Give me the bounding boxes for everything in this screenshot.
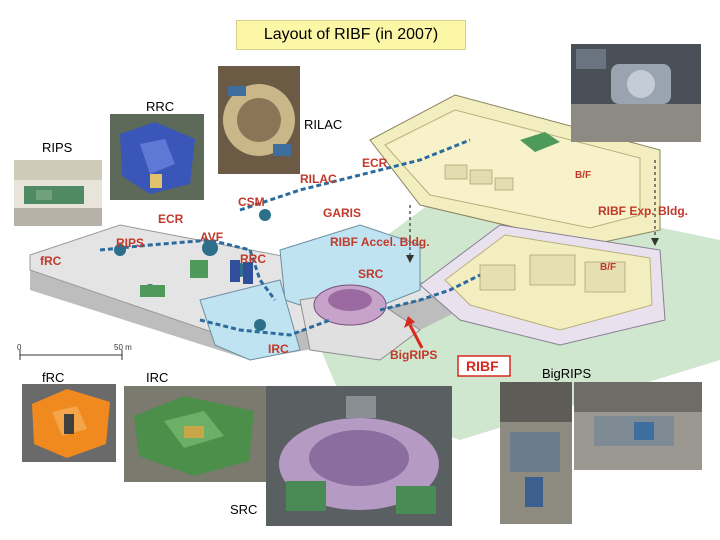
label-rilac: RILAC (304, 117, 343, 132)
photo-bigrips-left (500, 382, 572, 524)
photo-rilac (218, 66, 300, 174)
scale-bar (19, 350, 123, 360)
page-title: Layout of RIBF (in 2007) (236, 20, 466, 50)
photo-src (266, 386, 452, 526)
label-rrc: RRC (146, 99, 175, 114)
label-src: SRC (230, 502, 258, 517)
plan-label-avf: AVF (200, 230, 224, 244)
plan-label-ecr-top: ECR (362, 156, 388, 170)
photo-frc (22, 384, 116, 462)
plan-label-rips: RIPS (116, 236, 145, 250)
src-ring (313, 284, 387, 326)
scale-zero: 0 (17, 343, 22, 352)
photo-irc (124, 386, 266, 482)
plan-label-csm: CSM (238, 195, 265, 209)
plan-label-bf-lower: B/F (600, 262, 617, 273)
label-bigrips: BigRIPS (542, 366, 592, 381)
label-frc: fRC (42, 370, 65, 385)
plan-label-irc: IRC (268, 342, 289, 356)
plan-label-ribf: RIBF (466, 358, 499, 374)
plan-label-ecr-left: ECR (158, 212, 184, 226)
plan-label-frc: fRC (40, 254, 62, 268)
label-irc: IRC (146, 370, 169, 385)
photo-bigrips-right (574, 382, 702, 470)
photo-rips (14, 160, 102, 226)
plan-label-bigrips: BigRIPS (390, 348, 438, 362)
plan-label-accel-bldg: RIBF Accel. Bldg. (330, 235, 430, 249)
label-rips: RIPS (42, 140, 73, 155)
plan-label-src: SRC (358, 267, 384, 281)
plan-label-garis: GARIS (323, 206, 362, 220)
photo-top-right (571, 44, 701, 142)
photo-rrc (110, 114, 204, 200)
plan-label-rilac: RILAC (300, 172, 337, 186)
plan-label-bf-upper: B/F (575, 170, 592, 181)
plan-label-exp-bldg: RIBF Exp. Bldg. (598, 204, 688, 218)
plan-label-rrc: RRC (240, 252, 266, 266)
scale-max: 50 m (114, 343, 132, 352)
